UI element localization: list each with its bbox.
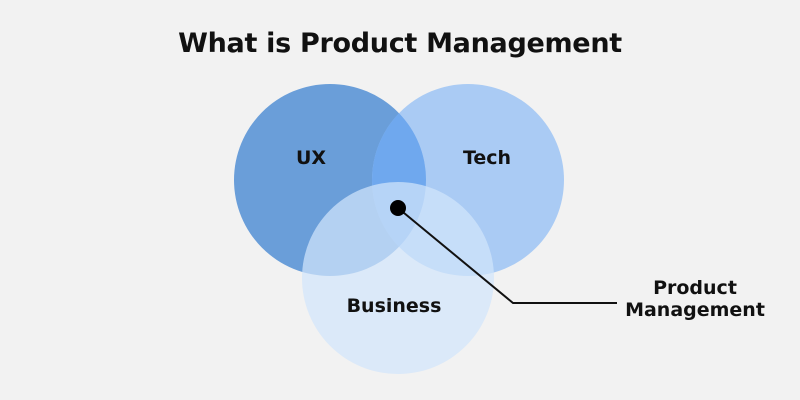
- pm-label-line2: Management: [625, 299, 765, 321]
- label-ux: UX: [295, 147, 327, 169]
- pm-label-line1: Product: [653, 277, 737, 299]
- circle-business: [302, 182, 494, 374]
- pointer-line: [397, 207, 617, 304]
- page-title: What is Product Management: [178, 28, 622, 59]
- product-management-label: Product Management: [620, 277, 770, 321]
- intersection-dot-icon: [390, 200, 406, 216]
- label-business: Business: [346, 295, 442, 317]
- label-tech: Tech: [462, 147, 512, 169]
